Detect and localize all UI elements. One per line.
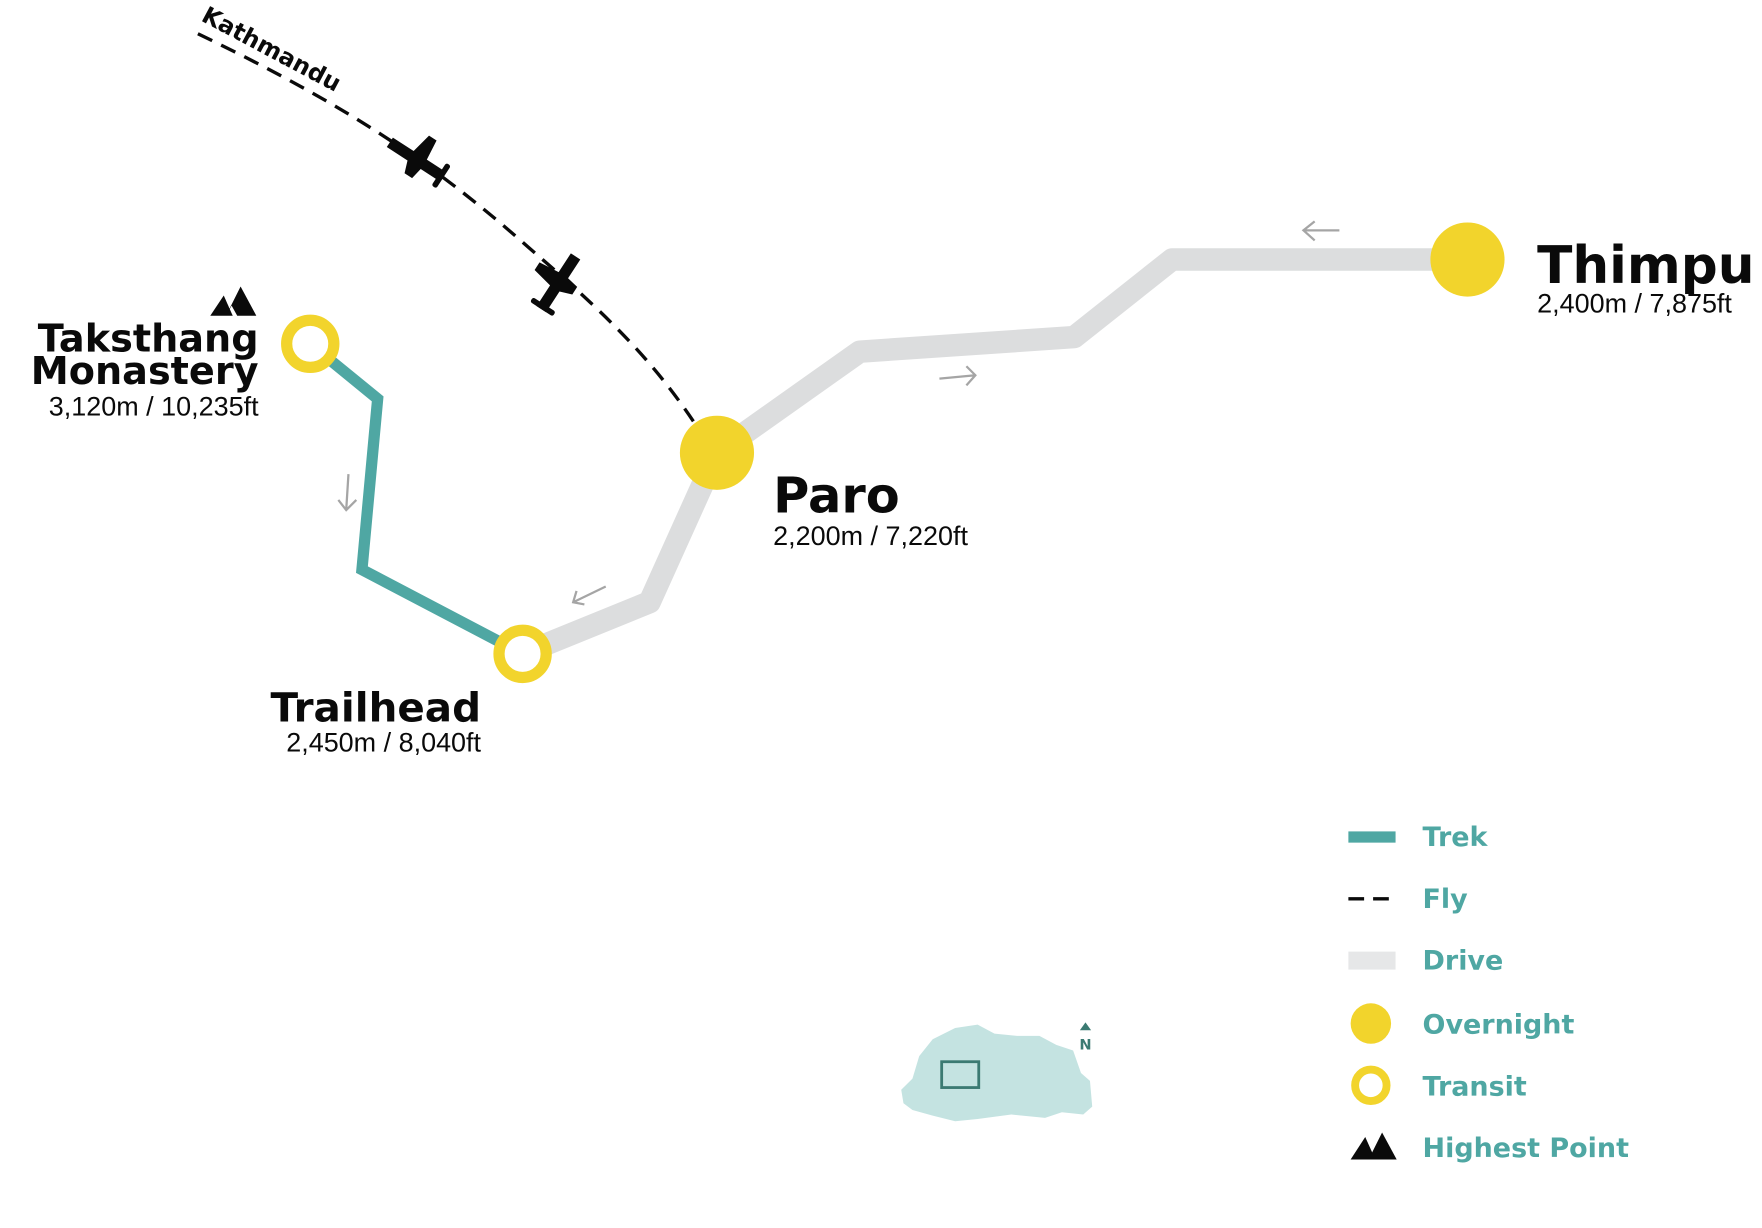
place-name-thimphu: Thimpu	[1537, 236, 1754, 296]
north-label: N	[1079, 1036, 1091, 1053]
inset-highlight-box	[940, 1060, 981, 1089]
drive-route	[518, 248, 1468, 665]
place-elevation-taksthang: 3,120m / 10,235ft	[49, 392, 259, 422]
place-name-trailhead: Trailhead	[270, 683, 481, 731]
legend-overnight-label: Overnight	[1423, 1010, 1575, 1041]
place-elevation-thimphu: 2,400m / 7,875ft	[1537, 288, 1732, 318]
place-name-taksthang-line1: Taksthang	[38, 318, 259, 362]
arrow-icon	[337, 474, 358, 512]
transit-marker-taksthang[interactable]	[281, 314, 340, 374]
legend-trek-label: Trek	[1423, 822, 1489, 853]
legend-highest-label: Highest Point	[1423, 1133, 1630, 1164]
north-arrow-icon	[1079, 1022, 1092, 1031]
place-elevation-trailhead: 2,450m / 8,040ft	[286, 728, 481, 758]
fly-route	[197, 32, 695, 423]
arrow-icon	[1301, 220, 1340, 242]
origin-label: Kathmandu	[197, 1, 345, 98]
legend-fly-label: Fly	[1423, 884, 1469, 915]
legend-drive-label: Drive	[1423, 946, 1504, 977]
legend-overnight-swatch	[1350, 1003, 1392, 1044]
bhutan-outline	[901, 1024, 1093, 1122]
legend: Trek Fly Drive Overnight Transit Highest…	[1348, 822, 1629, 1164]
place-name-paro: Paro	[773, 466, 900, 524]
legend-trek-swatch	[1348, 831, 1396, 843]
legend-transit-label: Transit	[1423, 1071, 1527, 1102]
arrow-icon	[571, 585, 607, 606]
trek-route	[306, 339, 526, 659]
mountain-icon	[210, 286, 257, 316]
overnight-marker-paro[interactable]	[679, 415, 755, 490]
airplane-icon	[530, 253, 581, 316]
place-elevation-paro: 2,200m / 7,220ft	[773, 521, 968, 551]
overnight-marker-thimphu[interactable]	[1430, 222, 1505, 297]
airplane-icon	[386, 135, 451, 188]
legend-transit-swatch	[1351, 1065, 1391, 1105]
arrow-icon	[939, 365, 977, 387]
inset-map: N	[901, 1022, 1093, 1122]
legend-mountain-icon	[1350, 1132, 1397, 1160]
transit-marker-trailhead[interactable]	[493, 624, 552, 684]
place-name-taksthang-line2: Monastery	[31, 350, 259, 394]
legend-drive-swatch	[1348, 951, 1396, 970]
